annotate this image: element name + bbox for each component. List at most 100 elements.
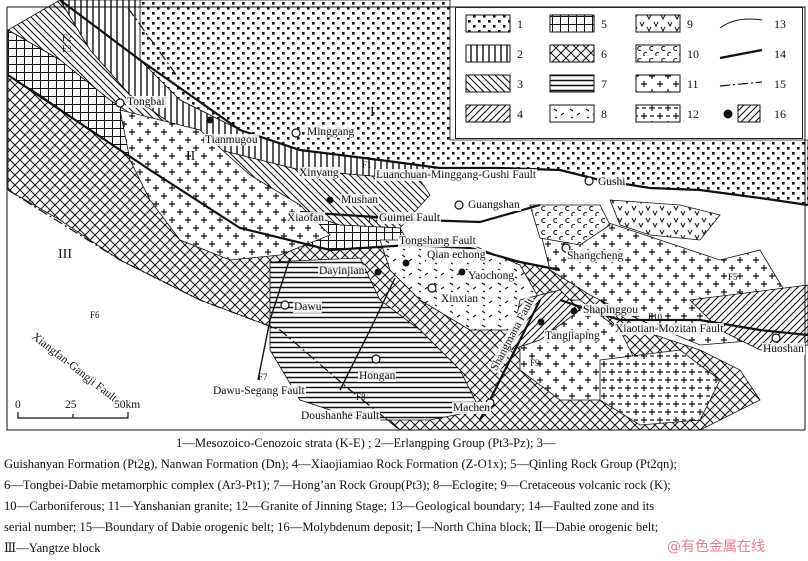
legend-swatches: 1 2 3 4 5 6 7 8 9 10 11 12 13 14 15 16 xyxy=(465,14,786,123)
caption-line-5: serial number; 15—Boundary of Dabie orog… xyxy=(4,520,659,534)
label-fault-f7: F7 xyxy=(258,372,268,382)
legend-swatch-8 xyxy=(549,104,595,123)
legend-swatch-3 xyxy=(465,74,511,93)
deposit-dayinjian-marker xyxy=(374,268,382,276)
label-shangcheng: Shangcheng xyxy=(566,250,625,262)
legend-label-2: 2 xyxy=(517,47,523,61)
label-guangshan: Guangshan xyxy=(467,199,521,211)
label-hongan: Hongan xyxy=(358,370,397,382)
legend-swatch-11 xyxy=(635,74,681,93)
city-gushi-marker xyxy=(584,176,594,186)
legend-swatch-1 xyxy=(465,14,511,33)
deposit-tianmugou-marker xyxy=(206,116,214,124)
city-tongbai-marker xyxy=(115,98,125,108)
legend-label-7: 7 xyxy=(601,77,607,91)
legend-label-1: 1 xyxy=(517,17,523,31)
label-fault-f1: F1 xyxy=(362,160,372,170)
caption-line-2: Guishanyan Formation (Pt2g), Nanwan Form… xyxy=(4,457,677,471)
region-numeral-iii: III xyxy=(58,247,72,262)
deposit-tangjiaping-marker xyxy=(537,318,545,326)
legend-label-3: 3 xyxy=(517,77,523,91)
label-fault-f6: F6 xyxy=(90,310,100,320)
city-xinxian-marker xyxy=(427,283,437,293)
label-fault-f5: F5 xyxy=(728,272,738,282)
watermark: @有色金属在线 xyxy=(667,539,765,555)
label-xinyang: Xinyang xyxy=(298,167,340,179)
legend-swatch-6 xyxy=(549,44,595,63)
label-yaochong: Yaochong xyxy=(467,270,516,282)
legend-label-11: 11 xyxy=(687,77,699,91)
legend-label-8: 8 xyxy=(601,107,607,121)
caption-line-6: Ⅲ—Yangtze block xyxy=(4,541,101,555)
legend-swatch-15 xyxy=(719,81,763,87)
label-tongshang-fault: Tongshang Fault xyxy=(398,235,477,247)
caption-line-4: 10—Carboniferous; 11—Yanshanian granite;… xyxy=(4,499,655,513)
city-huoshan-marker xyxy=(771,333,781,343)
label-shapinggou: Shapinggou xyxy=(582,304,639,316)
legend-label-5: 5 xyxy=(601,17,607,31)
label-tianmugou: Tianmugou xyxy=(204,134,259,146)
unit-cretaceous-volcanic xyxy=(609,199,721,241)
unit-jinning-granite xyxy=(599,349,721,426)
label-tangjiaping: Tangjiaping xyxy=(544,330,601,342)
legend-label-9: 9 xyxy=(687,17,693,31)
legend-label-12: 12 xyxy=(687,107,699,121)
city-dawu-marker xyxy=(280,300,290,310)
legend-label-10: 10 xyxy=(687,47,699,61)
label-xiaofan: Xiaofan xyxy=(286,212,326,224)
legend-swatch-14 xyxy=(719,48,763,60)
legend-swatch-12 xyxy=(635,104,681,123)
legend-label-14: 14 xyxy=(774,47,786,61)
deposit-shapinggou-marker xyxy=(570,307,578,315)
legend-label-13: 13 xyxy=(774,17,786,31)
legend-label-15: 15 xyxy=(774,77,786,91)
label-dawusegang-fault: Dawu-Segang Fault xyxy=(212,385,306,397)
deposit-mushan-marker xyxy=(326,196,334,204)
unit-yanshanian-granite-a xyxy=(119,109,331,261)
city-hongan-marker xyxy=(371,354,381,364)
label-fault-f8: F8 xyxy=(356,392,366,402)
legend-swatch-5 xyxy=(549,14,595,33)
label-fault-f9: F9 xyxy=(530,358,540,368)
map-frame xyxy=(6,6,806,431)
legend-swatch-2 xyxy=(465,44,511,63)
fault-luanchuan-minggang-gushi xyxy=(59,0,808,207)
scale-label-end: 50km xyxy=(114,399,141,411)
region-numeral-i: I xyxy=(370,105,375,120)
legend-label-4: 4 xyxy=(517,107,523,121)
caption-line-1: 1—Mesozoico-Cenozoic strata (K-E) ; 2—Er… xyxy=(176,436,556,450)
deposit-markers xyxy=(206,116,578,326)
label-minggang: Minggang xyxy=(306,126,356,138)
label-fault-f10: F10 xyxy=(648,312,663,322)
label-luanchuan-fault: Luanchuan-Minggang-Gushi Fault xyxy=(375,169,538,181)
legend-label-16: 16 xyxy=(774,107,786,121)
label-tongbai: Tongbai xyxy=(126,96,166,108)
label-machen: Machen xyxy=(452,402,492,414)
label-doushanhe-fault: Doushanhe Fault xyxy=(300,410,381,422)
caption-line-3: 6—Tongbei-Dabie metamorphic complex (Ar3… xyxy=(4,478,671,492)
region-numeral-ii: II xyxy=(186,149,196,164)
legend-swatch-10 xyxy=(635,44,681,63)
city-minggang-marker xyxy=(291,128,301,138)
legend-swatch-4 xyxy=(465,104,511,123)
label-huoshan: Huoshan xyxy=(762,343,805,355)
legend: 1 2 3 4 5 6 7 8 9 10 11 12 13 14 15 16 xyxy=(455,7,803,139)
legend-swatch-13 xyxy=(719,18,763,29)
scale-label-zero: 0 xyxy=(15,399,21,411)
deposit-yaochong-marker xyxy=(458,268,466,276)
label-mushan: Mushan xyxy=(340,194,380,206)
fault-dawu-segang xyxy=(257,257,291,381)
city-guangshan-marker xyxy=(454,200,464,210)
boundary-north-f3 xyxy=(127,7,181,81)
label-fault-f3: F3 xyxy=(62,44,72,54)
fault-doushanhe xyxy=(339,277,396,391)
unit-carboniferous xyxy=(529,204,611,246)
xiangfan-gangji-boundary xyxy=(7,189,401,431)
legend-swatch-16 xyxy=(723,104,761,123)
scale-bar xyxy=(17,412,129,419)
legend-swatch-9 xyxy=(635,14,681,33)
legend-label-6: 6 xyxy=(601,47,607,61)
label-xinxian: Xinxian xyxy=(440,293,480,305)
label-dayinjian: Dayinjian xyxy=(318,265,366,277)
label-fault-f2: F2 xyxy=(62,33,72,43)
